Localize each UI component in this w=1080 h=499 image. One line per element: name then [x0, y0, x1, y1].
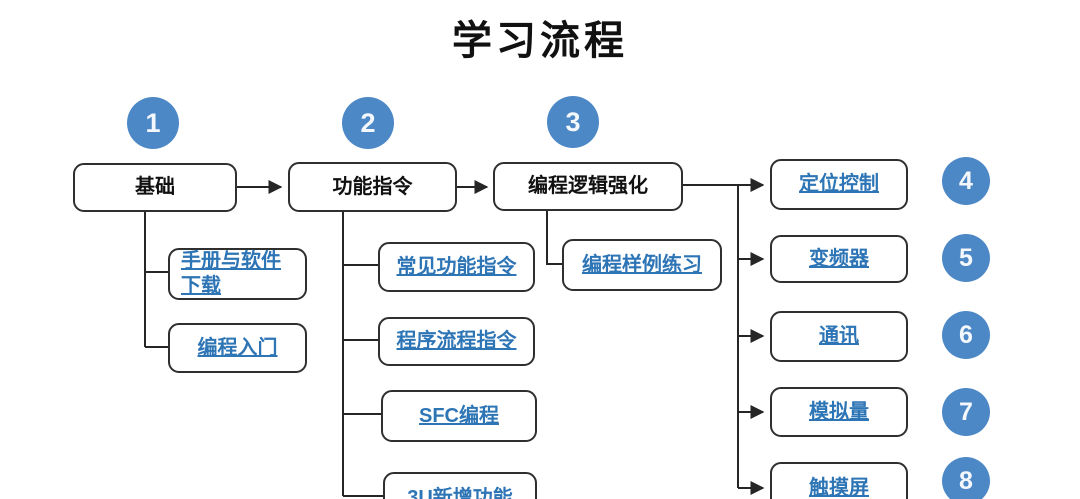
page-title: 学习流程 [452, 19, 628, 63]
step-circle-5: 5 [942, 234, 990, 282]
node-basics: 基础 [73, 163, 237, 212]
node-inverter[interactable]: 变频器 [770, 235, 908, 283]
step-circle-8: 8 [942, 457, 990, 499]
step-circle-7: 7 [942, 388, 990, 436]
step-circle-6: 6 [942, 311, 990, 359]
node-manual-software-download[interactable]: 手册与软件 下载 [168, 248, 307, 300]
node-communication[interactable]: 通讯 [770, 311, 908, 362]
step-circle-4: 4 [942, 157, 990, 205]
node-programming-logic-strengthening: 编程逻辑强化 [493, 162, 683, 211]
step-circle-1: 1 [127, 97, 179, 149]
node-touchscreen[interactable]: 触摸屏 [770, 462, 908, 499]
node-programming-intro[interactable]: 编程入门 [168, 323, 307, 373]
node-program-flow-instructions[interactable]: 程序流程指令 [378, 317, 535, 366]
step-circle-2: 2 [342, 97, 394, 149]
node-common-function-instructions[interactable]: 常见功能指令 [378, 242, 535, 292]
node-programming-example-practice[interactable]: 编程样例练习 [562, 239, 722, 291]
node-positioning-control[interactable]: 定位控制 [770, 159, 908, 210]
step-circle-3: 3 [547, 96, 599, 148]
node-sfc-programming[interactable]: SFC编程 [381, 390, 537, 442]
node-function-instructions: 功能指令 [288, 162, 457, 212]
node-3u-new-functions[interactable]: 3U新增功能 [383, 472, 537, 499]
node-analog-quantity[interactable]: 模拟量 [770, 387, 908, 437]
